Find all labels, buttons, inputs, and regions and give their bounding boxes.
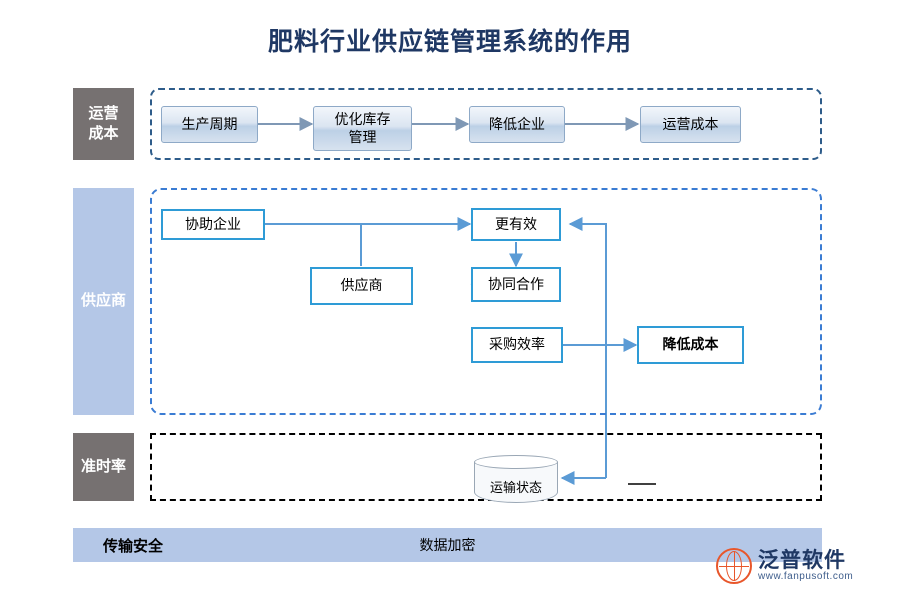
- page-title: 肥料行业供应链管理系统的作用: [267, 28, 632, 56]
- node-purchase-efficiency[interactable]: 采购效率: [471, 327, 563, 363]
- region-operating-cost: [150, 88, 822, 160]
- band-label-supplier: 供应商: [73, 188, 134, 415]
- node-reduce-cost[interactable]: 降低成本: [637, 326, 744, 364]
- globe-icon: [716, 548, 752, 584]
- node-operating-cost[interactable]: 运营成本: [640, 106, 741, 143]
- band-label-operating-line1: 运营: [88, 104, 119, 122]
- node-optimize-inventory-line2: 管理: [348, 128, 377, 145]
- bottom-bar-left-label: 传输安全: [103, 537, 164, 555]
- node-supplier[interactable]: 供应商: [310, 267, 413, 305]
- node-optimize-inventory-line1: 优化库存: [334, 111, 391, 127]
- logo-subtext: www.fanpusoft.com: [758, 571, 854, 582]
- bottom-bar-center-label: 数据加密: [419, 537, 476, 553]
- brand-logo: 泛普软件 www.fanpusoft.com: [716, 544, 884, 590]
- band-label-on-time-rate: 准时率: [73, 433, 134, 501]
- region-supplier: [150, 188, 822, 415]
- cylinder-top: [474, 455, 558, 469]
- node-more-effective[interactable]: 更有效: [471, 208, 561, 241]
- node-transport-status[interactable]: 运输状态: [474, 455, 558, 503]
- node-reduce-enterprise[interactable]: 降低企业: [469, 106, 565, 143]
- logo-text: 泛普软件: [758, 549, 846, 572]
- arrow-transport-feedback: [568, 217, 607, 478]
- node-production-cycle[interactable]: 生产周期: [161, 106, 258, 143]
- node-transport-status-label: 运输状态: [489, 479, 542, 495]
- node-assist-enterprise[interactable]: 协助企业: [161, 209, 265, 240]
- bottom-bar: 数据加密 传输安全: [73, 528, 822, 562]
- node-collaborate[interactable]: 协同合作: [471, 267, 561, 302]
- region-on-time-rate: [150, 433, 822, 501]
- band-label-operating-line2: 成本: [88, 125, 119, 142]
- node-optimize-inventory[interactable]: 优化库存 管理: [313, 106, 412, 151]
- band-label-operating-cost: 运营 成本: [73, 88, 134, 160]
